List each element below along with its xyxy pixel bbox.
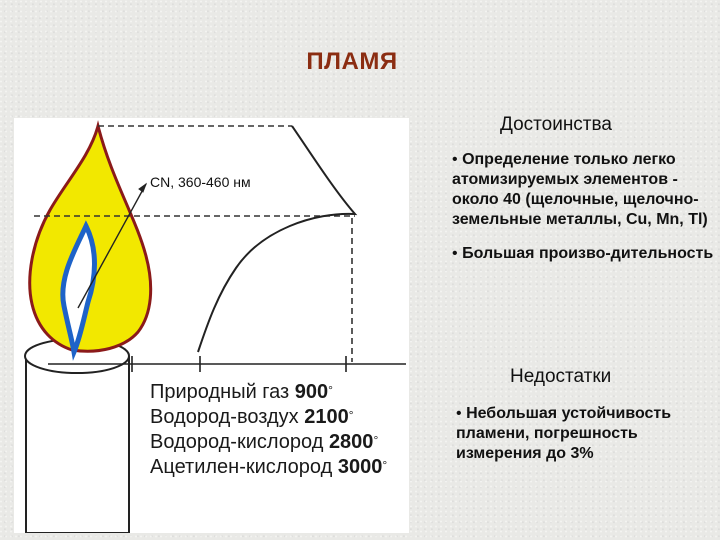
- gas-name: Водород-воздух: [150, 406, 299, 428]
- temperature-value: 3000: [337, 456, 383, 478]
- candle-body: [25, 356, 130, 533]
- temperature-profile-curve: [197, 125, 358, 353]
- temperature-value: 900: [294, 381, 329, 403]
- slide-title: ПЛАМЯ: [306, 48, 398, 75]
- gas-name: Ацетилен-кислород: [150, 456, 333, 478]
- disadvantages-heading: Недостатки: [510, 366, 612, 387]
- degree-sign: °: [348, 408, 354, 422]
- advantages-list: • Определение только легко атомизируемых…: [452, 150, 714, 264]
- advantage-item-text: Большая произво-дительность: [462, 245, 714, 262]
- degree-sign: °: [373, 433, 379, 447]
- advantage-item: • Большая произво-дительность: [452, 244, 714, 264]
- temperature-row: Природный газ 900°: [150, 380, 387, 405]
- temperature-value: 2100: [304, 406, 349, 428]
- temperature-row: Водород-воздух 2100°: [150, 405, 387, 430]
- disadvantage-item: • Небольшая устойчивость пламени, погреш…: [456, 404, 706, 464]
- advantages-heading: Достоинства: [500, 114, 612, 135]
- flame-diagram: [24, 120, 406, 533]
- temperature-list: Природный газ 900° Водород-воздух 2100° …: [150, 380, 387, 480]
- advantage-item: • Определение только легко атомизируемых…: [452, 150, 714, 230]
- cn-pointer-line: [77, 183, 147, 309]
- gas-name: Водород-кислород: [150, 431, 324, 453]
- gas-name: Природный газ: [150, 381, 290, 403]
- flame-diagram-panel: [14, 118, 409, 533]
- bullet-icon: •: [452, 245, 458, 262]
- temperature-row: Водород-кислород 2800°: [150, 430, 387, 455]
- degree-sign: °: [382, 458, 388, 472]
- disadvantage-item-text: Небольшая устойчивость пламени, погрешно…: [456, 405, 672, 462]
- cn-emission-label: CN, 360-460 нм: [150, 174, 251, 190]
- degree-sign: °: [328, 383, 333, 397]
- advantage-item-text: Определение только легко атомизируемых э…: [452, 151, 708, 228]
- bullet-icon: •: [452, 151, 458, 168]
- temperature-row: Ацетилен-кислород 3000°: [150, 455, 387, 480]
- cn-pointer-arrowhead: [138, 182, 148, 193]
- temperature-value: 2800: [328, 431, 374, 453]
- disadvantages-list: • Небольшая устойчивость пламени, погреш…: [456, 404, 706, 464]
- bullet-icon: •: [456, 405, 462, 422]
